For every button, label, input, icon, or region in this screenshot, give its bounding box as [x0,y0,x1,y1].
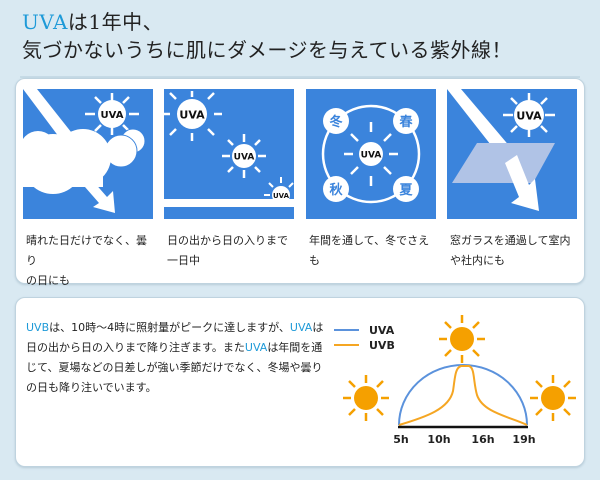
svg-text:UVB: UVB [369,339,395,352]
svg-text:冬: 冬 [329,114,342,130]
svg-text:16h: 16h [471,433,494,446]
sun-path-uva-icon: UVA UVA UVA [164,89,294,219]
svg-text:UVA: UVA [369,324,395,337]
svg-text:UVA: UVA [273,192,290,200]
card-caption: 日の出から日の入りまで 一日中 [164,231,294,271]
title-line-2: 気づかないうちに肌にダメージを与えている紫外線！ [22,38,512,62]
title-line-1-text: は1年中、 [67,10,164,34]
sun-icon-evening [530,375,576,421]
sun-icon-morning [343,375,389,421]
svg-text:UVA: UVA [234,153,255,163]
svg-text:春: 春 [398,114,413,130]
explanation-segment: は年間を通じて、夏場などの日差しが強い季節だけでなく、冬場や曇りの日も降り注いで… [26,341,323,394]
seasons-uva-icon: UVA 冬 春 秋 夏 [306,89,436,219]
chart-legend: UVA UVB [334,324,395,352]
window-glass-uva-icon: UVA [447,89,577,219]
caption-line: や社内にも [450,254,505,267]
explanation-segment: は日の出から日の入りまで降り注ぎます。また [26,321,324,354]
uva-uvb-daily-chart: UVA UVB [321,313,581,463]
svg-text:夏: 夏 [398,183,413,198]
card-window-glass: UVA 窓ガラスを通過して室内 や社内にも [447,89,577,271]
card-caption: 窓ガラスを通過して室内 や社内にも [447,231,577,271]
caption-line: 一日中 [167,254,200,267]
highlight-uvb: UVB [26,321,50,334]
cloud-uva-icon: UVA [23,89,153,219]
sun-icon-noon [439,315,485,363]
title-line-1: UVAは1年中、 [22,8,512,36]
title-highlight: UVA [22,10,68,34]
title-divider [20,76,580,78]
svg-text:19h: 19h [512,433,535,446]
svg-text:5h: 5h [393,433,409,446]
svg-text:UVA: UVA [179,109,205,122]
page-title: UVAは1年中、 気づかないうちに肌にダメージを与えている紫外線！ [22,8,512,64]
svg-text:UVA: UVA [361,151,382,161]
explanation-segment: は、10時～4時に照射量がピークに達しますが、 [49,321,290,334]
svg-text:UVA: UVA [101,110,124,121]
svg-text:UVA: UVA [516,110,542,123]
uva-uvb-explanation-panel: UVBは、10時～4時に照射量がピークに達しますが、UVAは日の出から日の入りま… [15,297,585,467]
card-all-year: UVA 冬 春 秋 夏 年間を通して、冬でさえも [306,89,436,271]
highlight-uva: UVA [289,321,313,334]
caption-line: 年間を通して、冬でさえも [309,234,430,267]
uva-illustrations-panel: UVA 晴れた日だけでなく、曇り の日にも [15,78,585,287]
svg-text:秋: 秋 [329,182,343,198]
caption-line: 窓ガラスを通過して室内 [450,234,571,247]
card-caption: 晴れた日だけでなく、曇り の日にも [23,231,153,291]
explanation-text: UVBは、10時～4時に照射量がピークに達しますが、UVAは日の出から日の入りま… [26,318,326,398]
highlight-uva: UVA [244,341,268,354]
caption-line: の日にも [26,274,70,287]
card-caption: 年間を通して、冬でさえも [306,231,436,271]
card-all-day: UVA UVA UVA 日の出から日の入りまで [164,89,294,271]
caption-line: 日の出から日の入りまで [167,234,288,247]
card-cloudy: UVA 晴れた日だけでなく、曇り の日にも [23,89,153,291]
caption-line: 晴れた日だけでなく、曇り [26,234,147,267]
svg-text:10h: 10h [427,433,450,446]
